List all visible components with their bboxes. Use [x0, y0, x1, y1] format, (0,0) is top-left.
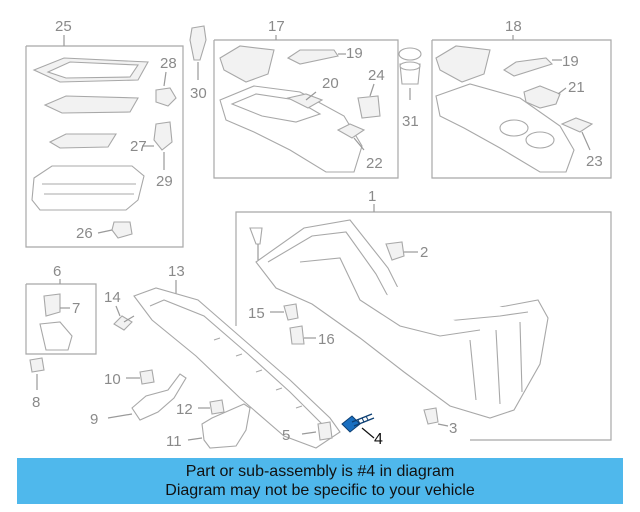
group-1-bracket: [235, 211, 612, 441]
callout-2: 2: [420, 244, 428, 261]
callout-7: 7: [72, 300, 80, 317]
callout-4: 4: [374, 431, 383, 448]
callout-23: 23: [586, 153, 603, 170]
part-cupholder-insert-21: [523, 85, 561, 109]
callout-12: 12: [176, 401, 193, 418]
group-13: 13 5: [133, 263, 341, 449]
group-25: 25 28 27 29 26: [25, 18, 184, 248]
callout-28: 28: [160, 55, 177, 72]
part-armrest-liner: [43, 95, 139, 114]
part-bracket-11: [201, 403, 251, 449]
group-25-bracket: [25, 45, 184, 248]
part-clip-30: [189, 25, 207, 61]
callout-18: 18: [505, 18, 522, 35]
callout-1: 1: [368, 188, 376, 205]
group-14: 14: [104, 289, 135, 331]
part-clip-3: [423, 407, 439, 425]
part-mat-27: [48, 133, 117, 149]
part-clip-5: [317, 421, 333, 441]
part-shifter-plate-b: [435, 45, 491, 83]
callout-26: 26: [76, 225, 93, 242]
banner-line-1: Part or sub-assembly is #4 in diagram: [185, 463, 455, 480]
part-nut-8: [29, 357, 45, 373]
callout-13: 13: [168, 263, 185, 280]
part-armrest-base: [31, 165, 145, 211]
part-screw-14: [113, 315, 133, 331]
callout-9: 9: [90, 411, 98, 428]
part-cupholder-insert-20: [286, 93, 324, 109]
part-nut-15: [283, 303, 299, 321]
group-18-bracket: [431, 39, 612, 179]
callout-21: 21: [568, 79, 585, 96]
callout-11: 11: [166, 433, 182, 450]
group-17-bracket: [213, 39, 399, 179]
part-clip-16: [289, 325, 305, 345]
callout-20: 20: [322, 75, 339, 92]
part-mat-23: [560, 117, 594, 133]
part-4-group: 4: [341, 413, 383, 448]
group-17: 17 19 20 24 22: [213, 18, 399, 179]
part-shifter-plate: [219, 45, 275, 83]
part-nut-12: [209, 399, 225, 415]
callout-27: 27: [130, 138, 147, 155]
part-trim-strip-19b: [502, 57, 554, 77]
callout-10: 10: [104, 371, 121, 388]
part-panel-6: [39, 321, 73, 351]
part-trim-strip-19a: [286, 49, 339, 65]
banner-line-2: Diagram may not be specific to your vehi…: [165, 482, 475, 499]
group-18: 18 19 21 23: [431, 18, 612, 179]
group-6: 6 7 8: [25, 263, 97, 411]
part-retainer-7: [43, 293, 61, 317]
callout-22: 22: [366, 155, 383, 172]
callout-6: 6: [53, 263, 61, 280]
part-bracket-9: [131, 373, 187, 421]
callout-19a: 19: [346, 45, 363, 62]
group-6-bracket: [25, 283, 97, 355]
info-banner: Part or sub-assembly is #4 in diagram Di…: [17, 458, 623, 504]
callout-15: 15: [248, 305, 265, 322]
callout-19b: 19: [562, 53, 579, 70]
group-30: 30: [189, 25, 207, 102]
part-bumper-28: [155, 87, 177, 107]
callout-14: 14: [104, 289, 121, 306]
callout-17: 17: [268, 18, 285, 35]
callout-3: 3: [449, 420, 457, 437]
group-31: 31: [398, 47, 422, 130]
part-clip-29: [153, 121, 173, 151]
callout-5: 5: [282, 427, 290, 444]
part-cup-31: [398, 47, 422, 61]
part-clip-2: [385, 241, 405, 261]
callout-24: 24: [368, 67, 385, 84]
group-9-12: 10 9 12 11: [90, 369, 251, 450]
part-latch-26: [111, 221, 133, 239]
callout-29: 29: [156, 173, 173, 190]
part-mat-22: [336, 123, 366, 139]
callout-25: 25: [55, 18, 72, 35]
part-nut-10: [139, 369, 155, 385]
group-1: 1 2 3 15 16: [235, 188, 612, 441]
callout-30: 30: [190, 85, 207, 102]
callout-31: 31: [402, 113, 419, 130]
callout-8: 8: [32, 394, 40, 411]
callout-16: 16: [318, 331, 335, 348]
part-bezel-24: [357, 95, 381, 119]
